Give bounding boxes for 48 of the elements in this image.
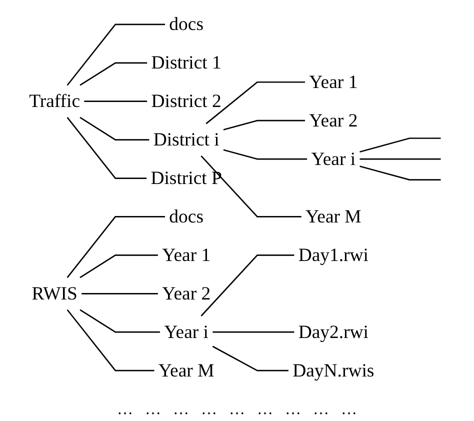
connector	[360, 166, 441, 180]
connector	[200, 254, 294, 316]
node-text: District P	[150, 167, 222, 188]
connector	[223, 149, 308, 160]
ellipsis-label: …	[117, 401, 133, 418]
connector	[80, 62, 148, 86]
node-text: Year 1	[162, 244, 211, 266]
connector	[80, 309, 160, 333]
node-text: District 2	[151, 90, 222, 112]
node-text: Year M	[158, 360, 214, 380]
connector	[80, 116, 150, 140]
ellipsis-label: …	[313, 401, 329, 418]
node-text: docs	[169, 14, 204, 34]
ellipsis-label: …	[229, 401, 245, 418]
node-text: docs	[169, 206, 204, 227]
node-text: Year 2	[162, 282, 211, 304]
connector	[80, 254, 158, 278]
connector	[360, 158, 441, 160]
connector	[200, 155, 302, 218]
connector	[223, 120, 305, 130]
node-text: District 1	[151, 52, 222, 73]
ellipsis-label: …	[145, 401, 161, 418]
node-text: Year 1	[309, 71, 358, 92]
node-text: Traffic	[29, 90, 80, 112]
ellipsis-label: …	[257, 401, 273, 418]
node-text: Day1.rwi	[298, 244, 368, 266]
node-text: DayN.rwis	[292, 360, 374, 380]
ellipsis-label: …	[285, 401, 301, 418]
connector	[212, 331, 294, 333]
ellipsis-label: …	[201, 401, 217, 418]
node-text: Year M	[306, 206, 362, 227]
connector	[82, 292, 158, 294]
ellipsis-label: …	[341, 401, 357, 418]
ellipsis-label: …	[173, 401, 189, 418]
connector	[66, 117, 147, 179]
node-text: District i	[153, 128, 220, 150]
node-text: Year i	[311, 148, 356, 169]
connector	[212, 346, 288, 372]
connector	[66, 216, 166, 278]
node-text: Day2.rwi	[298, 321, 368, 342]
node-text: Year 2	[309, 110, 358, 130]
connector	[66, 309, 154, 372]
connector	[206, 81, 305, 124]
connector	[66, 24, 166, 86]
connector	[84, 100, 148, 102]
node-text: Year i	[164, 321, 208, 342]
connector	[360, 138, 441, 152]
node-text: RWIS	[32, 282, 78, 304]
